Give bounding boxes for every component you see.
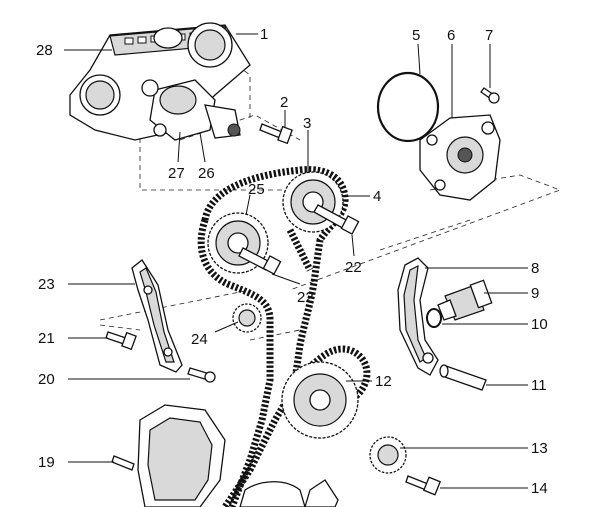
label-23: 23	[38, 276, 55, 293]
guide-rail-23	[131, 259, 183, 373]
bolt-14	[405, 475, 442, 496]
cam-bore-upper-left	[153, 27, 183, 49]
label-13: 13	[531, 440, 548, 457]
label-25: 25	[248, 181, 265, 198]
bolt-21	[105, 331, 137, 351]
label-8: 8	[531, 260, 539, 277]
chain-tensioner-9	[437, 279, 493, 321]
pin-11	[439, 364, 487, 391]
label-11: 11	[531, 377, 547, 394]
label-6: 6	[447, 27, 455, 44]
timing-chain	[197, 166, 371, 507]
label-26: 26	[198, 165, 215, 182]
label-2: 2	[280, 94, 288, 111]
idler-sprocket-24	[232, 303, 262, 333]
label-24: 24	[191, 331, 208, 348]
label-3: 3	[303, 115, 311, 132]
label-28: 28	[36, 42, 53, 59]
bolt-20	[187, 367, 216, 383]
bolt-7	[480, 87, 500, 104]
part-number-labels: 1 2 3 4 5 6 7 8 9 10 11 12 13 14 19 20 2…	[36, 26, 548, 497]
label-4: 4	[373, 188, 381, 205]
tensioner-rail-8	[397, 257, 439, 376]
seal-ring-10	[426, 308, 442, 328]
leader-lines	[64, 33, 528, 489]
label-22-lower: 22	[297, 289, 314, 306]
label-20: 20	[38, 371, 55, 388]
bolt-19	[111, 455, 135, 471]
label-27: 27	[168, 165, 185, 182]
sprocket-13	[369, 436, 407, 474]
label-14: 14	[531, 480, 548, 497]
cam-sprocket-4	[282, 171, 360, 235]
label-7: 7	[485, 27, 493, 44]
cam-sprocket-25	[207, 212, 282, 275]
label-5: 5	[412, 27, 420, 44]
label-1: 1	[260, 26, 268, 43]
label-12: 12	[375, 373, 392, 390]
label-21: 21	[38, 330, 55, 347]
label-9: 9	[531, 285, 539, 302]
label-10: 10	[531, 316, 548, 333]
pump-6	[419, 114, 501, 201]
lower-engine-housing	[137, 404, 339, 507]
label-22-upper: 22	[345, 259, 362, 276]
sprocket-12	[281, 361, 359, 439]
bolt-2	[259, 123, 293, 145]
camshaft-housing	[69, 22, 251, 141]
seal-ring-5	[376, 71, 440, 143]
label-19: 19	[38, 454, 55, 471]
camshaft-adjuster-unit	[141, 79, 241, 141]
